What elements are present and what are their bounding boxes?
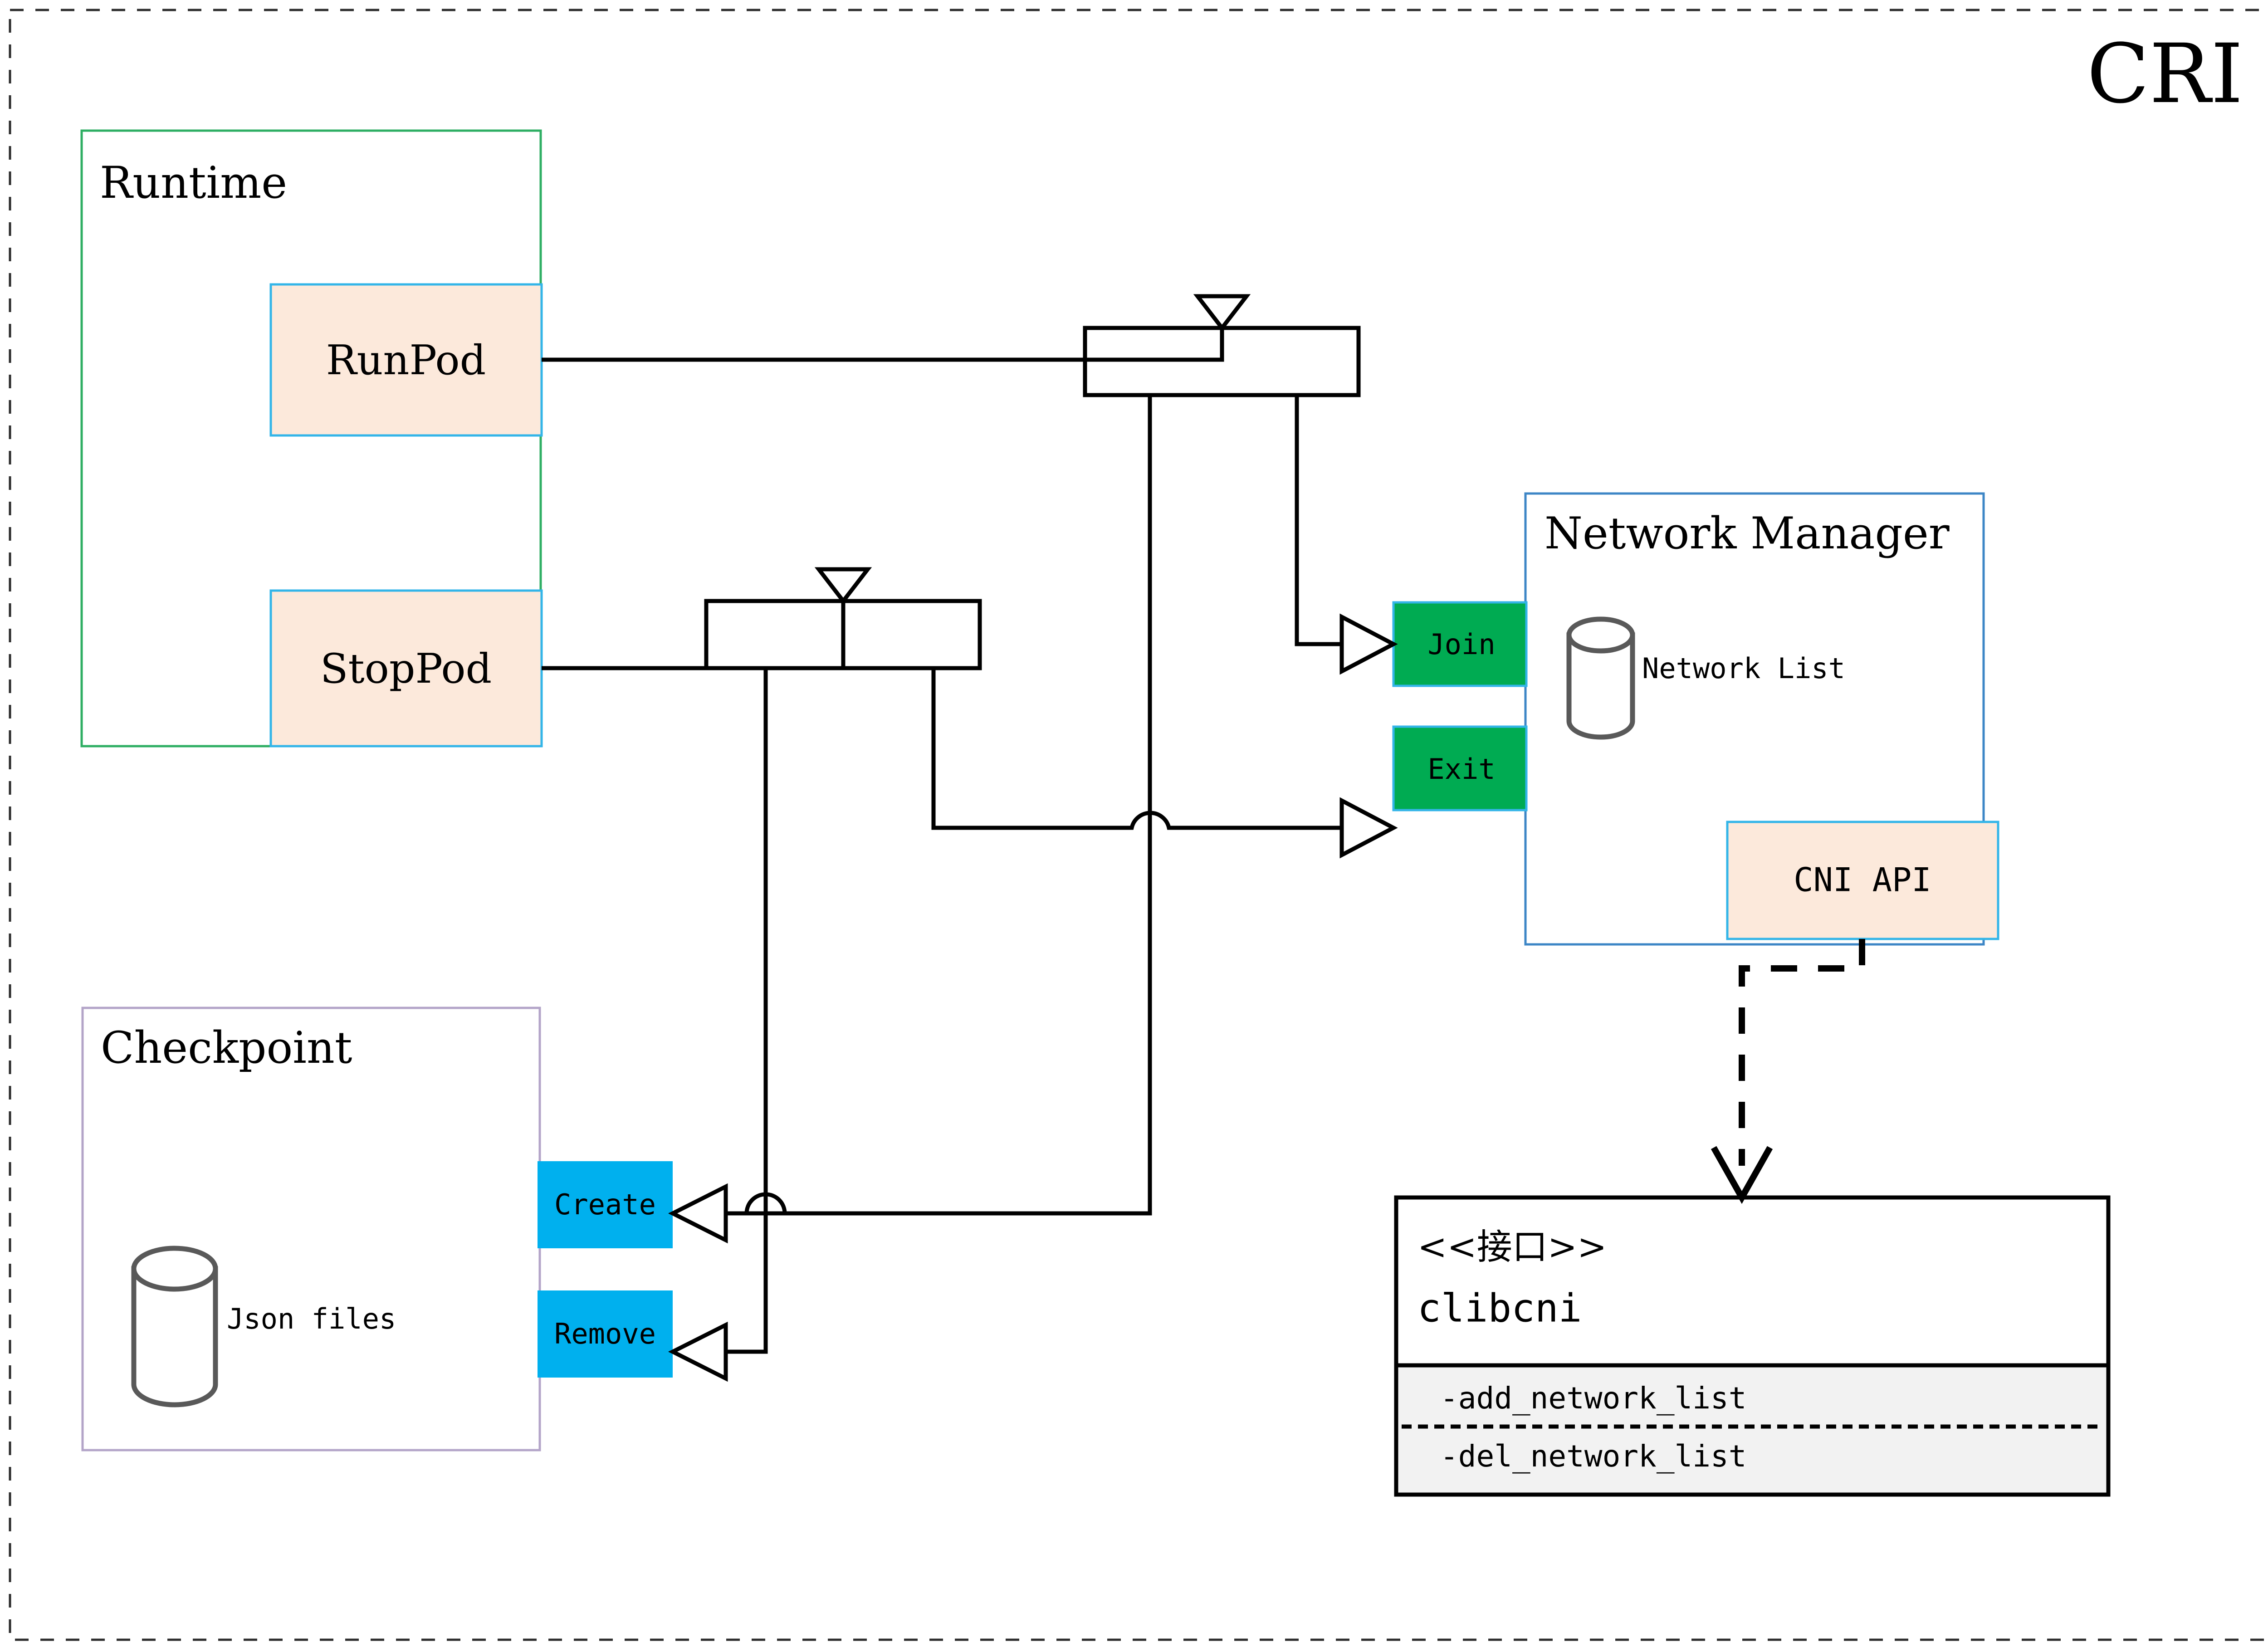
network-list-database-icon [1566, 616, 1635, 740]
create-box[interactable] [538, 1161, 673, 1248]
exit-box[interactable] [1392, 725, 1528, 811]
clibcni-name: clibcni [1418, 1285, 1582, 1331]
create-label: Create [554, 1188, 656, 1221]
arrowhead-runpod-dispatch [1193, 294, 1251, 332]
arrowhead-remove [668, 1321, 728, 1382]
clibcni-method-add: -add_network_list [1440, 1381, 1747, 1416]
runpod-label: RunPod [326, 337, 486, 384]
arrowhead-clibcni [1711, 1146, 1773, 1204]
line-hop-create-over-remove [744, 1192, 787, 1214]
connector-cni-api-to-clibcni [1739, 939, 1865, 1166]
arrowhead-stoppod-dispatch [814, 567, 872, 605]
clibcni-stereotype: <<接口>> [1418, 1227, 1607, 1268]
runpod-box[interactable] [269, 283, 543, 437]
checkpoint-group-label: Checkpoint [101, 1022, 352, 1073]
clibcni-methods-compartment [1398, 1365, 2106, 1492]
json-files-label: Json files [227, 1302, 396, 1335]
network-list-label: Network List [1642, 652, 1845, 685]
runtime-group-label: Runtime [100, 157, 287, 208]
clibcni-method-del: -del_network_list [1440, 1439, 1747, 1474]
connector-dispatch-lower-to-exit [931, 668, 1342, 830]
exit-label: Exit [1427, 753, 1495, 786]
arrowhead-join [1339, 613, 1398, 675]
join-box[interactable] [1392, 601, 1528, 687]
network-manager-group-label: Network Manager [1545, 508, 1950, 559]
connector-dispatch-upper-to-join [1295, 395, 1342, 646]
remove-label: Remove [554, 1317, 656, 1350]
cni-api-label: CNI API [1794, 861, 1931, 899]
outer-frame [9, 9, 2268, 1641]
arrowhead-create [668, 1183, 728, 1244]
page-title: CRI [2087, 27, 2243, 122]
arrowhead-exit [1339, 797, 1398, 859]
connector-dispatch-upper-to-create [726, 395, 1152, 1216]
connector-dispatch-lower-to-remove [726, 668, 768, 1354]
json-files-database-icon [131, 1246, 218, 1408]
remove-box[interactable] [538, 1290, 673, 1378]
join-label: Join [1427, 628, 1495, 661]
stoppod-label: StopPod [320, 645, 492, 693]
